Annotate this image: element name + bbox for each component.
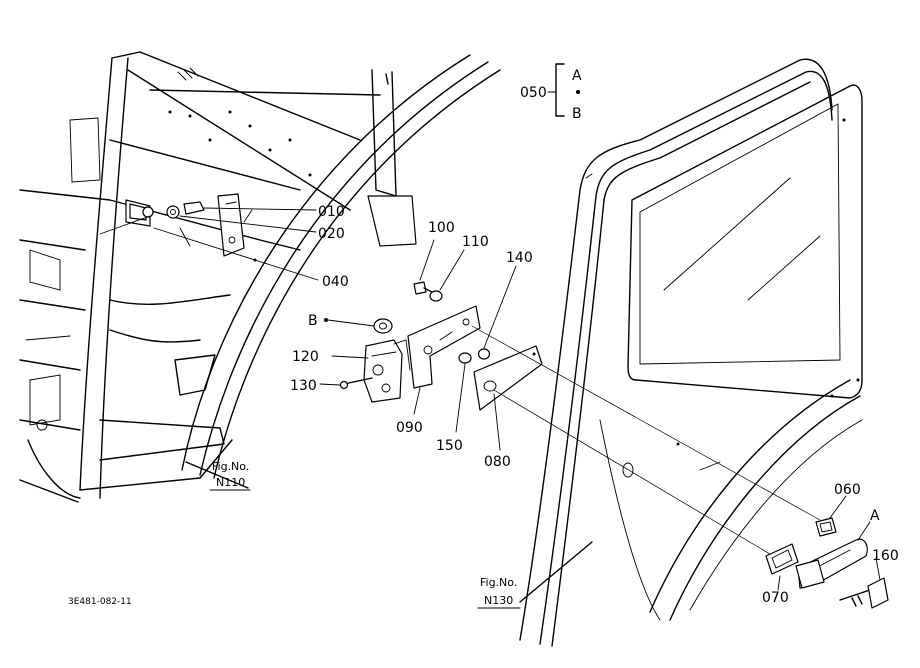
cab-frame: [19, 51, 501, 503]
striker-assembly: [99, 193, 319, 281]
callout-160: 160: [872, 548, 899, 564]
callout-060: 060: [834, 482, 861, 498]
reference-markers: A B A B: [308, 68, 880, 524]
callout-110: 110: [462, 234, 489, 250]
callout-050: 050: [520, 85, 547, 101]
callout-150: 150: [436, 438, 463, 454]
callout-070: 070: [762, 590, 789, 606]
drawing-code: 3E481-082-11: [68, 597, 132, 607]
callout-120: 120: [292, 349, 319, 365]
marker-a-handle: A: [870, 508, 880, 524]
panel-holes: [168, 110, 312, 262]
fig-n130-value: N130: [484, 594, 513, 607]
cab-door: [519, 58, 863, 647]
marker-b-top: B: [572, 106, 582, 122]
callout-050-bracket: [547, 63, 580, 117]
callout-090: 090: [396, 420, 423, 436]
callout-130: 130: [290, 378, 317, 394]
fig-n110-value: N110: [216, 476, 245, 489]
figure-references: Fig.No. N110 Fig.No. N130: [209, 460, 521, 609]
fig-n110-label: Fig.No.: [212, 460, 249, 473]
b-marker-dot: [324, 318, 328, 322]
callout-020: 020: [318, 226, 345, 242]
marker-a-top: A: [572, 68, 582, 84]
callout-labels: 010 020 040 050 060 070 080 090 100 110 …: [290, 85, 899, 606]
latch-assembly: [319, 239, 821, 561]
callout-010: 010: [318, 204, 345, 220]
marker-b-left: B: [308, 313, 318, 329]
fig-n130-label: Fig.No.: [480, 576, 517, 589]
door-handle-assembly: [765, 495, 889, 609]
callout-040: 040: [322, 274, 349, 290]
callout-080: 080: [484, 454, 511, 470]
callout-140: 140: [506, 250, 533, 266]
callout-100: 100: [428, 220, 455, 236]
